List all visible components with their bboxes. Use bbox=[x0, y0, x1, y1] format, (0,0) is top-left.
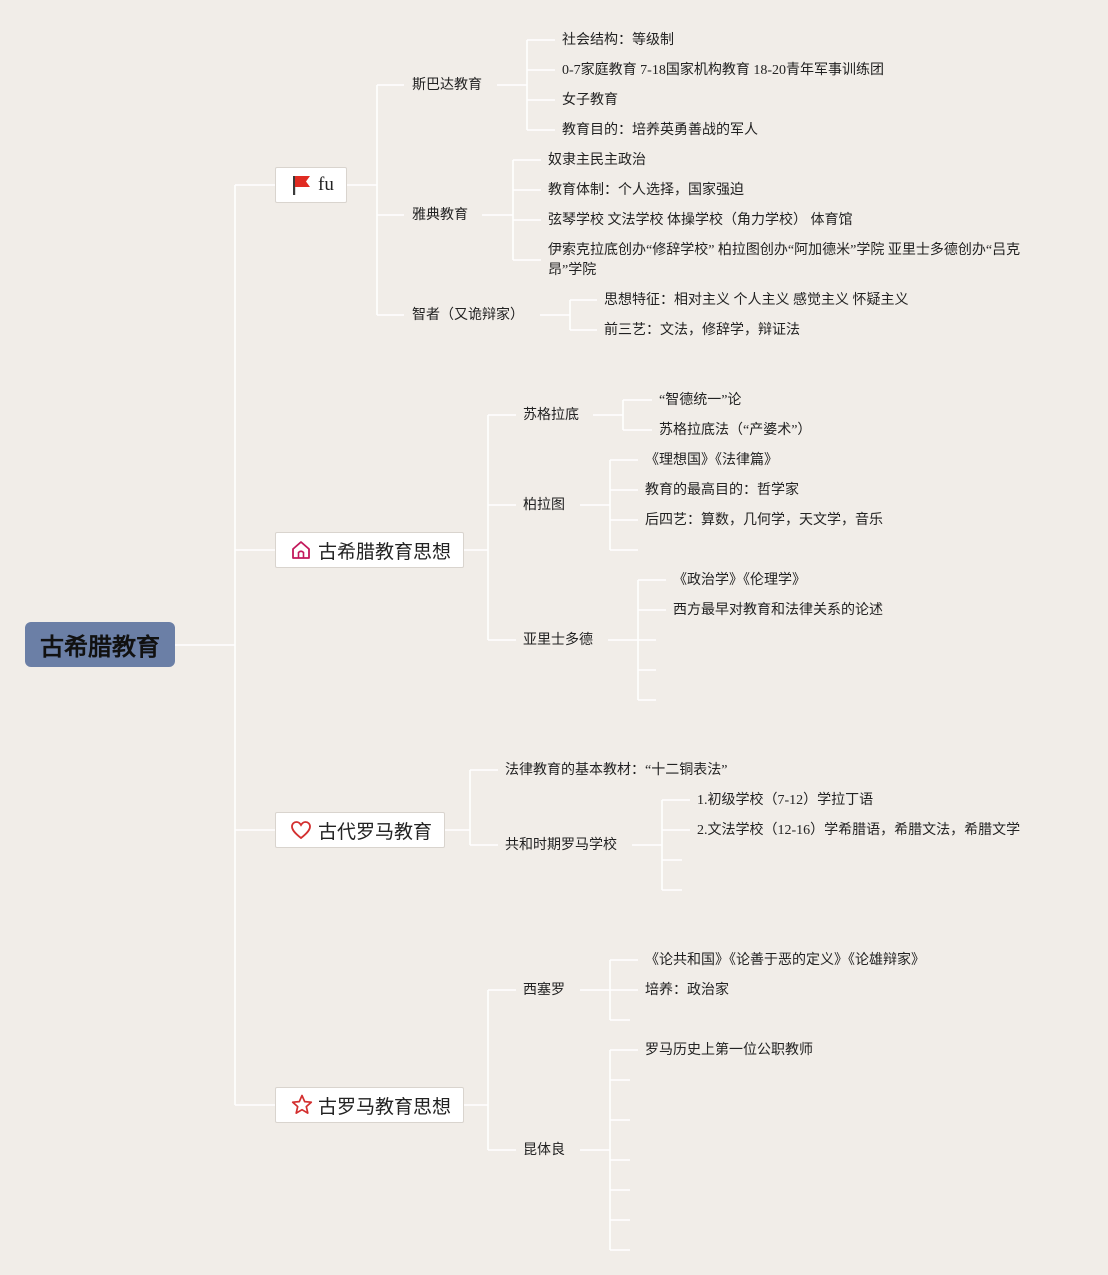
leaf-node[interactable]: 培养：政治家 bbox=[645, 983, 729, 998]
leaf-node[interactable]: 伊索克拉底创办“修辞学校” 柏拉图创办“阿加德米”学院 亚里士多德创办“吕克昂”… bbox=[548, 243, 1021, 278]
node-socrates[interactable]: 苏格拉底 bbox=[523, 408, 579, 423]
leaf-node[interactable]: 教育目的：培养英勇善战的军人 bbox=[562, 123, 758, 138]
node-aristotle[interactable]: 亚里士多德 bbox=[523, 633, 593, 648]
leaf-node[interactable]: “智德统一”论 bbox=[659, 393, 742, 408]
leaf-node[interactable]: 《论共和国》《论善于恶的定义》《论雄辩家》 bbox=[645, 953, 925, 968]
node-sparta[interactable]: 斯巴达教育 bbox=[412, 78, 482, 93]
leaf-node[interactable]: 2.文法学校（12-16）学希腊语，希腊文法，希腊文学 bbox=[697, 823, 1021, 838]
leaf-node[interactable]: 弦琴学校 文法学校 体操学校（角力学校） 体育馆 bbox=[548, 213, 853, 228]
heart-icon bbox=[290, 818, 314, 842]
leaf-node[interactable]: 奴隶主民主政治 bbox=[548, 153, 646, 168]
leaf-node[interactable]: 罗马历史上第一位公职教师 bbox=[645, 1043, 813, 1058]
leaf-node[interactable]: 女子教育 bbox=[562, 93, 618, 108]
leaf-node[interactable]: 《政治学》《伦理学》 bbox=[673, 573, 806, 588]
branch-node-roman-education[interactable]: 古代罗马教育 bbox=[275, 812, 446, 848]
node-sophists[interactable]: 智者（又诡辩家） bbox=[412, 308, 524, 323]
leaf-node[interactable]: 思想特征：相对主义 个人主义 感觉主义 怀疑主义 bbox=[604, 293, 909, 308]
leaf-node[interactable]: 0-7家庭教育 7-18国家机构教育 18-20青年军事训练团 bbox=[562, 63, 884, 78]
leaf-node[interactable]: 1.初级学校（7-12）学拉丁语 bbox=[697, 793, 874, 808]
branch-node-fu[interactable]: fu bbox=[275, 167, 347, 203]
node-plato[interactable]: 柏拉图 bbox=[523, 498, 565, 513]
node-cicero[interactable]: 西塞罗 bbox=[523, 983, 565, 998]
node-republic-schools[interactable]: 共和时期罗马学校 bbox=[505, 838, 617, 853]
node-twelve-tables[interactable]: 法律教育的基本教材：“十二铜表法” bbox=[505, 763, 728, 778]
branch-label: 古罗马教育思想 bbox=[318, 1095, 452, 1118]
branch-label: fu bbox=[318, 174, 334, 195]
star-icon bbox=[290, 1093, 314, 1117]
branch-node-greek-thought[interactable]: 古希腊教育思想 bbox=[275, 532, 465, 568]
node-athens[interactable]: 雅典教育 bbox=[412, 208, 468, 223]
leaf-node[interactable]: 苏格拉底法（“产婆术”） bbox=[659, 423, 812, 438]
leaf-node[interactable]: 社会结构：等级制 bbox=[562, 33, 674, 48]
leaf-node[interactable]: 教育的最高目的：哲学家 bbox=[645, 483, 799, 498]
house-icon bbox=[290, 538, 314, 562]
root-node[interactable]: 古希腊教育 bbox=[25, 622, 175, 667]
leaf-node[interactable]: 《理想国》《法律篇》 bbox=[645, 453, 778, 468]
leaf-node[interactable]: 教育体制：个人选择，国家强迫 bbox=[548, 183, 744, 198]
leaf-node[interactable]: 前三艺：文法，修辞学，辩证法 bbox=[604, 323, 800, 338]
red-flag-icon bbox=[290, 173, 314, 197]
leaf-node[interactable]: 后四艺：算数，几何学，天文学，音乐 bbox=[645, 513, 883, 528]
branch-label: 古希腊教育思想 bbox=[318, 540, 452, 563]
branch-node-roman-thought[interactable]: 古罗马教育思想 bbox=[275, 1087, 465, 1123]
node-quintilian[interactable]: 昆体良 bbox=[523, 1143, 565, 1158]
branch-label: 古代罗马教育 bbox=[318, 820, 433, 843]
leaf-node[interactable]: 西方最早对教育和法律关系的论述 bbox=[673, 603, 883, 618]
